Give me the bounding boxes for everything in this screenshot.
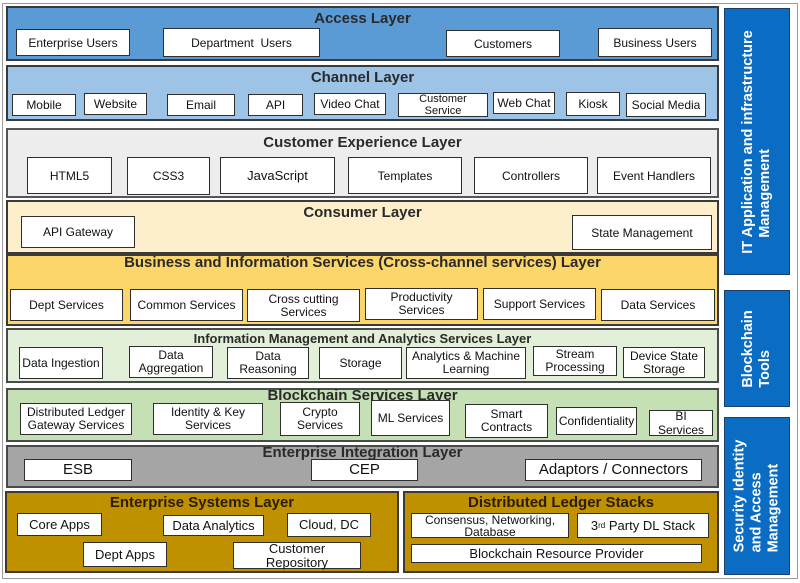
information-management-layer: Information Management and Analytics Ser… xyxy=(6,328,719,383)
mobile-box: Mobile xyxy=(12,94,76,116)
social-media-box: Social Media xyxy=(626,93,706,117)
third-party-number: 3 xyxy=(590,517,599,533)
consumer-layer-title: Consumer Layer xyxy=(303,204,422,221)
business-services-layer-title: Business and Information Services (Cross… xyxy=(124,254,601,271)
web-chat-box: Web Chat xyxy=(493,92,555,114)
blockchain-services-layer-title: Blockchain Services Layer xyxy=(267,387,458,404)
distributed-ledger-gateway-box: Distributed Ledger Gateway Services xyxy=(20,403,132,435)
device-state-storage-box: Device State Storage xyxy=(623,347,705,378)
diagram-frame xyxy=(2,3,798,579)
access-layer: Access Layer Enterprise Users Department… xyxy=(6,6,719,61)
kiosk-box: Kiosk xyxy=(566,92,620,116)
access-layer-title: Access Layer xyxy=(314,10,411,27)
channel-layer-title: Channel Layer xyxy=(310,69,415,86)
smart-contracts-box: Smart Contracts xyxy=(465,404,548,438)
dept-apps-box: Dept Apps xyxy=(83,542,167,567)
state-management-box: State Management xyxy=(572,215,712,250)
security-identity-access-label: Security Identity and Access Management xyxy=(731,439,782,553)
stream-processing-box: Stream Processing xyxy=(533,346,617,376)
third-party-label: Party DL Stack xyxy=(605,517,696,533)
common-services-box: Common Services xyxy=(130,289,243,321)
distributed-ledger-stacks-layer: Distributed Ledger Stacks Consensus, Net… xyxy=(403,491,719,573)
email-box: Email xyxy=(167,94,235,116)
website-box: Website xyxy=(84,93,147,115)
consensus-networking-database-box: Consensus, Networking, Database xyxy=(411,513,569,538)
channel-layer: Channel Layer Mobile Website Email API V… xyxy=(6,65,719,121)
javascript-box: JavaScript xyxy=(220,157,335,194)
storage-box: Storage xyxy=(319,347,402,379)
crypto-services-box: Crypto Services xyxy=(280,402,360,436)
esb-box: ESB xyxy=(24,459,132,481)
blockchain-services-layer: Blockchain Services Layer Distributed Le… xyxy=(6,387,719,442)
blockchain-tools-panel: Blockchain Tools xyxy=(724,290,790,407)
productivity-services-box: Productivity Services xyxy=(365,288,478,320)
identity-key-services-box: Identity & Key Services xyxy=(153,403,263,435)
html5-box: HTML5 xyxy=(27,157,112,194)
it-application-infrastructure-panel: IT Application and infrastructure Manage… xyxy=(724,8,790,275)
business-services-layer: Business and Information Services (Cross… xyxy=(6,254,719,326)
data-reasoning-box: Data Reasoning xyxy=(227,347,309,379)
cep-box: CEP xyxy=(311,459,418,481)
dept-services-box: Dept Services xyxy=(10,289,123,321)
customer-service-box: Customer Service xyxy=(398,93,488,117)
ml-services-box: ML Services xyxy=(371,400,450,436)
customer-repository-box: Customer Repository xyxy=(233,541,361,569)
customer-experience-layer: Customer Experience Layer HTML5 CSS3 Jav… xyxy=(6,128,719,198)
api-gateway-box: API Gateway xyxy=(21,216,135,248)
customers-box: Customers xyxy=(446,30,560,57)
blockchain-resource-provider-box: Blockchain Resource Provider xyxy=(411,544,702,563)
customer-experience-layer-title: Customer Experience Layer xyxy=(263,134,462,151)
blockchain-tools-label: Blockchain Tools xyxy=(740,309,773,388)
css3-box: CSS3 xyxy=(127,157,210,195)
api-box: API xyxy=(248,94,303,116)
distributed-ledger-stacks-title: Distributed Ledger Stacks xyxy=(468,494,654,511)
cloud-dc-box: Cloud, DC xyxy=(287,513,371,537)
core-apps-box: Core Apps xyxy=(17,513,102,536)
enterprise-systems-layer: Enterprise Systems Layer Core Apps Data … xyxy=(5,491,399,573)
department-users-box: Department Users xyxy=(163,28,320,57)
video-chat-box: Video Chat xyxy=(314,93,386,115)
data-analytics-box: Data Analytics xyxy=(163,515,264,536)
security-identity-access-panel: Security Identity and Access Management xyxy=(724,417,790,575)
enterprise-integration-layer-title: Enterprise Integration Layer xyxy=(262,444,463,461)
consumer-layer: Consumer Layer API Gateway State Managem… xyxy=(6,200,719,254)
data-services-box: Data Services xyxy=(601,289,715,321)
enterprise-users-box: Enterprise Users xyxy=(16,29,130,56)
bi-services-box: BI Services xyxy=(649,409,713,437)
enterprise-integration-layer: Enterprise Integration Layer ESB CEP Ada… xyxy=(6,444,719,488)
data-ingestion-box: Data Ingestion xyxy=(19,347,103,379)
enterprise-systems-layer-title: Enterprise Systems Layer xyxy=(109,494,295,511)
support-services-box: Support Services xyxy=(483,288,596,320)
data-aggregation-box: Data Aggregation xyxy=(129,346,213,378)
analytics-machine-learning-box: Analytics & Machine Learning xyxy=(406,347,526,379)
information-management-layer-title: Information Management and Analytics Ser… xyxy=(193,331,532,346)
confidentiality-box: Confidentiality xyxy=(556,407,637,435)
business-users-box: Business Users xyxy=(598,28,712,57)
event-handlers-box: Event Handlers xyxy=(597,157,711,194)
controllers-box: Controllers xyxy=(474,157,588,194)
adaptors-connectors-box: Adaptors / Connectors xyxy=(525,459,702,481)
templates-box: Templates xyxy=(348,157,462,194)
cross-cutting-services-box: Cross cutting Services xyxy=(247,289,360,322)
it-application-infrastructure-label: IT Application and infrastructure Manage… xyxy=(740,29,773,254)
